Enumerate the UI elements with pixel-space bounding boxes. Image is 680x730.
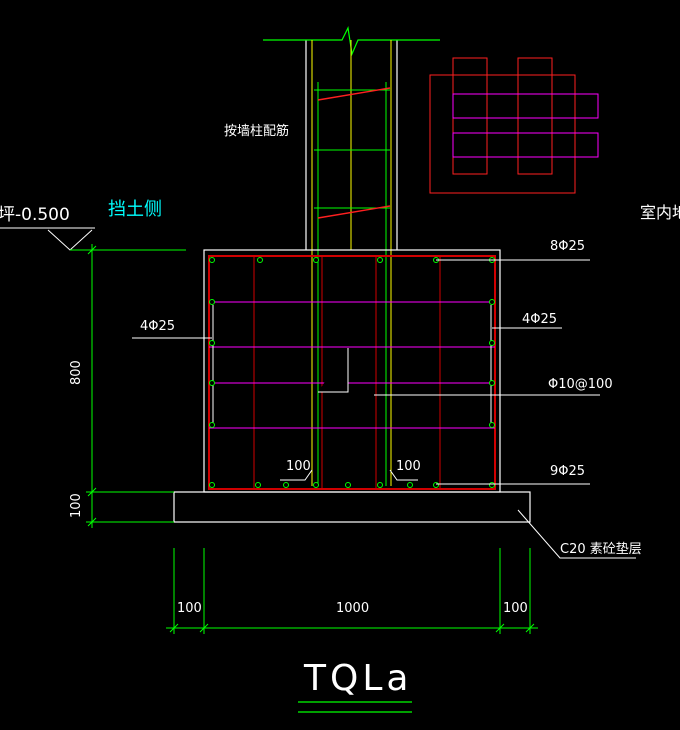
column-rebar-note: 按墙柱配筋 xyxy=(224,123,289,139)
cushion-leader xyxy=(517,509,636,559)
break-line xyxy=(263,26,440,57)
dim-width-mid: 1000 xyxy=(336,601,369,616)
cushion-layer xyxy=(173,491,531,523)
elevation-marker xyxy=(0,227,186,251)
dim-height-cushion: 100 xyxy=(69,493,84,518)
top-bars-label: 8Φ25 xyxy=(550,239,585,254)
hook-right-label: 100 xyxy=(396,459,421,474)
bottom-rebar-dots xyxy=(209,482,495,488)
horizontal-dimension xyxy=(166,548,538,634)
stirrup-outer xyxy=(208,255,496,490)
plan-detail xyxy=(429,57,599,194)
right-side-bars-label: 4Φ25 xyxy=(522,312,557,327)
left-side-bars-label: 4Φ25 xyxy=(140,319,175,334)
hook-right xyxy=(389,469,418,481)
bottom-bars-label: 9Φ25 xyxy=(550,464,585,479)
column-rebar xyxy=(311,40,392,486)
side-rebar-dots xyxy=(209,299,495,428)
cushion-label: C20 素砼垫层 xyxy=(560,541,642,557)
ground-level-label: 坪-0.500 xyxy=(0,205,70,225)
drawing-title: TQLa xyxy=(303,658,412,699)
hook-left xyxy=(280,469,313,481)
vertical-dimension xyxy=(86,244,174,528)
dim-width-left: 100 xyxy=(177,601,202,616)
dim-width-right: 100 xyxy=(503,601,528,616)
beam-outline xyxy=(203,249,501,493)
soil-side-label: 挡土侧 xyxy=(108,199,162,220)
stirrup-grid xyxy=(253,256,441,489)
hook-left-label: 100 xyxy=(286,459,311,474)
stirrups-label: Φ10@100 xyxy=(548,377,613,392)
leader-lines xyxy=(132,259,600,485)
indoor-floor-label: 室内地坪 xyxy=(640,203,680,222)
column-outline xyxy=(305,40,398,250)
side-bars-magenta xyxy=(209,301,495,429)
tie-lines xyxy=(212,305,492,425)
dim-height-beam: 800 xyxy=(69,360,84,385)
